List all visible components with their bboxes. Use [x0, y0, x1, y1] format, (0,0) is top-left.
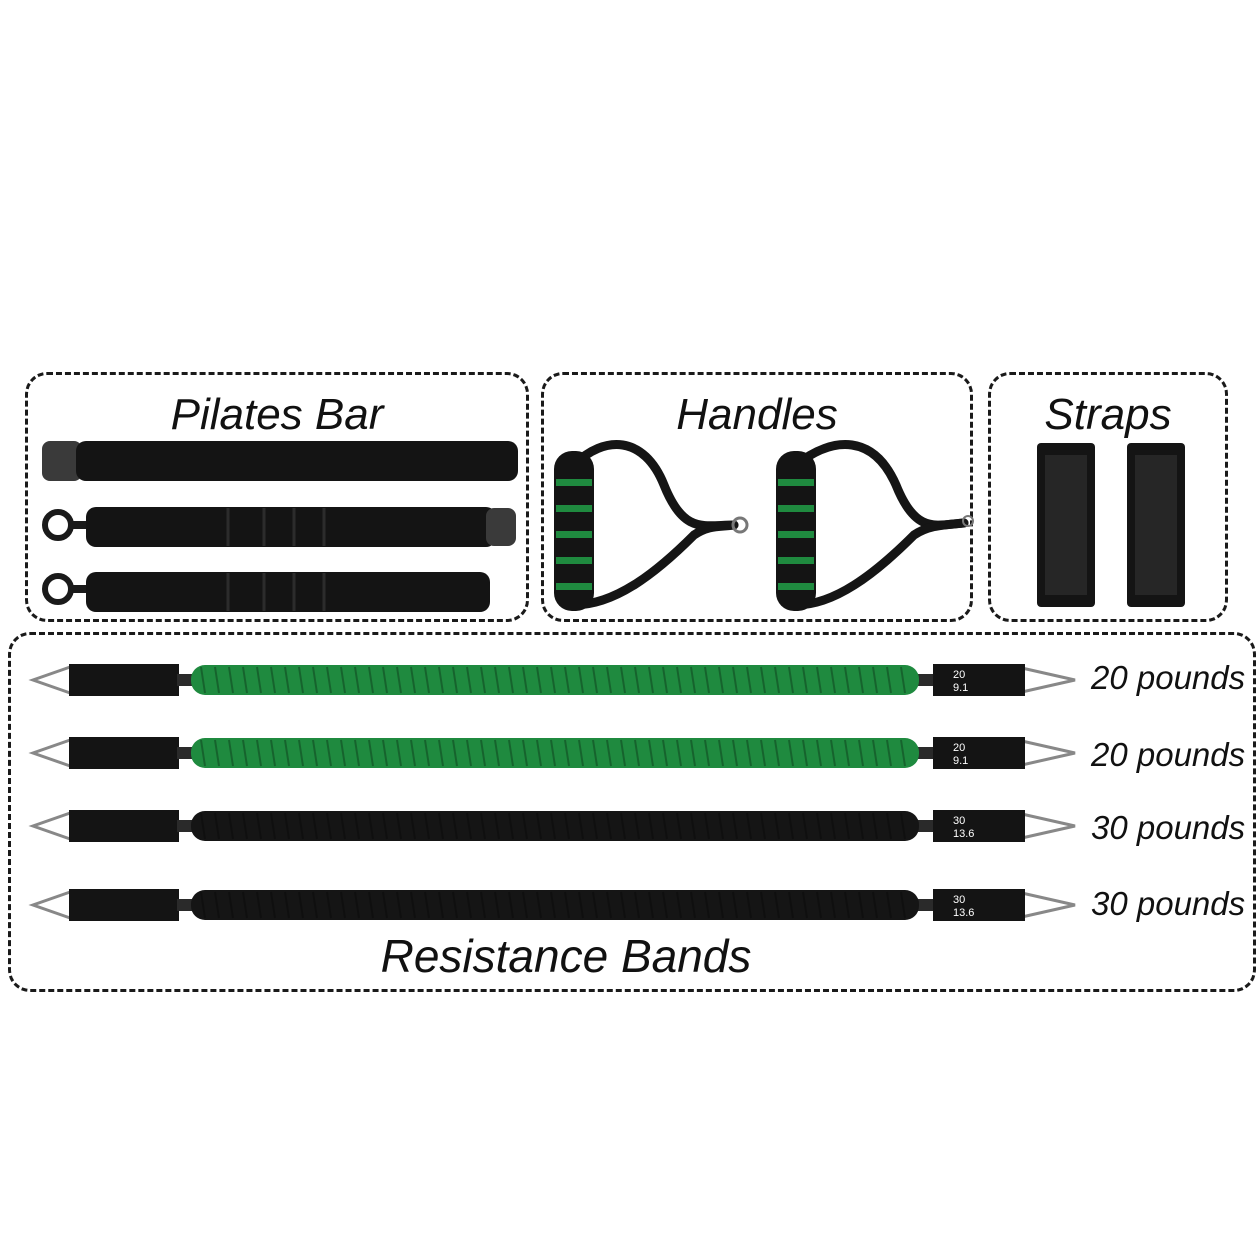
band-weight-label-1: 20 pounds	[1091, 659, 1246, 696]
resistance-bands-title: Resistance Bands	[380, 930, 752, 982]
strap-right	[1127, 443, 1185, 607]
band-tag-pounds: 20	[953, 742, 965, 754]
pilates-bar-title: Pilates Bar	[170, 390, 384, 439]
bar-segment-1	[42, 441, 518, 481]
straps-title: Straps	[1044, 390, 1172, 439]
handles-panel: Handles	[541, 372, 974, 622]
pilates-bar-illustration	[42, 441, 518, 612]
straps-illustration	[1037, 443, 1185, 607]
band-weight-label-3: 30 pounds	[1091, 809, 1246, 846]
band-tag-kg: 9.1	[953, 682, 968, 694]
resistance-band-2: 209.1	[28, 737, 1076, 769]
band-tag-pounds: 30	[953, 815, 965, 827]
band-tag-pounds: 30	[953, 894, 965, 906]
handles-title: Handles	[676, 390, 838, 439]
straps-panel: Straps	[988, 372, 1228, 622]
band-weight-label-4: 30 pounds	[1091, 885, 1246, 922]
pilates-bar-panel: Pilates Bar	[25, 372, 529, 622]
bar-segment-3	[42, 572, 490, 612]
bar-segment-2	[42, 507, 516, 547]
band-tag-kg: 13.6	[953, 907, 974, 919]
band-tag-kg: 9.1	[953, 755, 968, 767]
handles-illustration	[554, 440, 974, 611]
handle-left	[554, 440, 749, 611]
strap-left	[1037, 443, 1095, 607]
resistance-band-1: 209.1	[28, 664, 1076, 696]
band-weight-label-2: 20 pounds	[1091, 736, 1246, 773]
handle-right	[776, 440, 974, 611]
band-tag-kg: 13.6	[953, 828, 974, 840]
band-tag-pounds: 20	[953, 669, 965, 681]
